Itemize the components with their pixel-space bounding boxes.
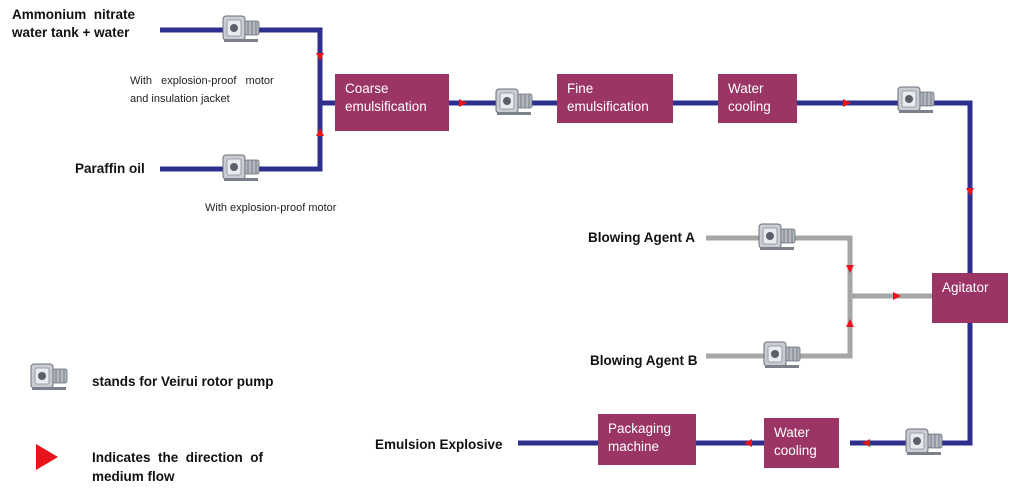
box-agitator-label: Agitator (942, 280, 989, 295)
box-water-cooling-bottom-line1: Water (774, 425, 810, 440)
flow-arrow-right (843, 99, 851, 107)
flow-direction-arrow-icon (36, 444, 58, 470)
flow-arrow-right (459, 99, 467, 107)
legend-pump-text: stands for Veirui rotor pump (92, 374, 274, 389)
flow-arrow-down (966, 188, 974, 196)
box-coarse-emulsification: Coarse emulsification (335, 74, 449, 131)
box-coarse-line1: Coarse (345, 81, 389, 96)
box-packaging-machine: Packaging machine (598, 414, 696, 465)
label-paraffin-oil: Paraffin oil (75, 161, 145, 176)
flow-arrow-up (846, 319, 854, 327)
rotor-pump-icon (758, 223, 796, 251)
flow-arrow-down (316, 53, 324, 61)
rotor-pump-icon (763, 341, 801, 369)
box-water-cooling-top-line1: Water (728, 81, 764, 96)
rotor-pump-icon (495, 88, 533, 116)
flow-arrow-left (862, 439, 870, 447)
box-water-cooling-bottom: Water cooling (764, 418, 839, 468)
legend-arrow-text: Indicates the direction of medium flow (92, 448, 263, 486)
legend-arrow-line1: Indicates the direction of (92, 450, 264, 465)
box-packaging-line1: Packaging (608, 421, 672, 436)
box-fine-emulsification: Fine emulsification (557, 74, 673, 123)
pipe-agent-a (706, 235, 853, 296)
note-motor-only: With explosion-proof motor (205, 202, 337, 214)
pipe-paraffin (160, 103, 323, 172)
flow-arrows (316, 53, 974, 447)
pipe-agent-b (706, 296, 853, 359)
rotor-pump-icon (30, 363, 68, 391)
box-water-cooling-top: Water cooling (718, 74, 797, 123)
box-fine-line2: emulsification (567, 99, 649, 114)
label-ammonium-line1: Ammonium nitrate (12, 7, 136, 22)
label-emulsion-explosive: Emulsion Explosive (375, 437, 503, 452)
flow-arrow-up (316, 128, 324, 136)
box-water-cooling-bottom-line2: cooling (774, 443, 817, 458)
box-coarse-line2: emulsification (345, 99, 427, 114)
note-motor-and-jacket: With explosion-proof motor and insulatio… (130, 72, 274, 108)
box-agitator: Agitator (932, 273, 1008, 323)
legend-arrow-line2: medium flow (92, 469, 175, 484)
box-water-cooling-top-line2: cooling (728, 99, 771, 114)
pipe-cooling-to-agitator (796, 100, 973, 273)
rotor-pump-icon (222, 154, 260, 182)
rotor-pump-icon (222, 15, 260, 43)
box-packaging-line2: machine (608, 439, 660, 454)
label-ammonium-nitrate: Ammonium nitrate water tank + water (12, 6, 135, 42)
agent-pipes (706, 235, 932, 359)
label-ammonium-line2: water tank + water (12, 25, 130, 40)
flow-arrow-right (893, 292, 901, 300)
note-motor-jacket-line2: and insulation jacket (130, 93, 230, 105)
box-fine-line1: Fine (567, 81, 594, 96)
rotor-pump-icon (897, 86, 935, 114)
label-blowing-agent-b: Blowing Agent B (590, 353, 698, 368)
pipe-agitator-to-cooling (850, 323, 973, 446)
note-motor-jacket-line1: With explosion-proof motor (130, 75, 274, 87)
flow-arrow-down (846, 265, 854, 273)
rotor-pump-icon (905, 428, 943, 456)
flow-arrow-left (744, 439, 752, 447)
label-blowing-agent-a: Blowing Agent A (588, 230, 695, 245)
